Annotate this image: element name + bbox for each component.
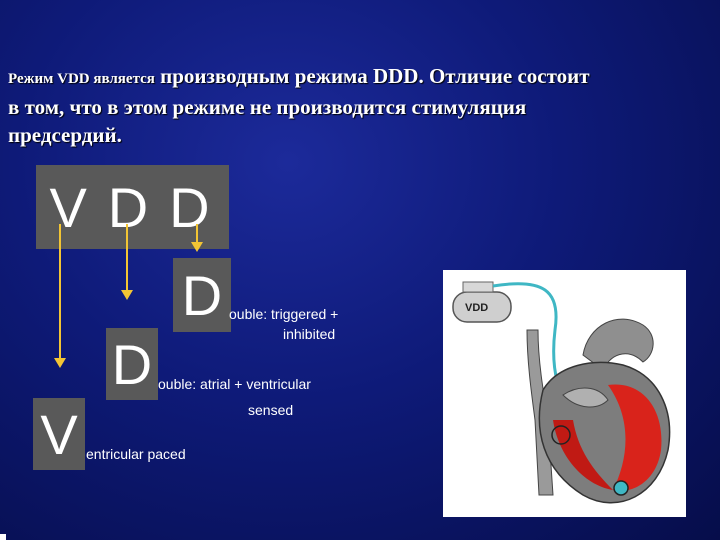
desc-d-sensed-line1: ouble: atrial + ventricular: [158, 376, 311, 392]
code-letter-1: V: [49, 175, 93, 239]
letter-box-d-sensed: D: [106, 328, 158, 400]
desc-d-sensed-line2: sensed: [248, 402, 294, 418]
arrow-v-head: [54, 358, 66, 368]
pacemaker-header: [462, 281, 494, 293]
code-letter-2: D: [107, 175, 155, 239]
desc-d-response-line1: ouble: triggered +: [229, 306, 339, 322]
letter-box-d-response: D: [173, 258, 231, 332]
title-line3: предсердий.: [8, 123, 122, 147]
arrow-d2-head: [191, 242, 203, 252]
right-ventricle: [553, 420, 613, 490]
desc-v-paced: entricular paced: [86, 444, 186, 464]
desc-d-response: ouble: triggered + inhibited: [229, 304, 338, 344]
pacing-code-box: V D D: [36, 165, 229, 249]
heart-illustration: VDD: [443, 270, 686, 517]
slide-title: Режим VDD является производным режима DD…: [8, 62, 713, 149]
arrow-v-line: [59, 224, 61, 358]
pacemaker-label: VDD: [465, 302, 489, 314]
heart-diagram: [452, 281, 671, 504]
title-prefix: Режим VDD является: [8, 71, 155, 87]
arrow-d1-line: [126, 224, 128, 290]
aortic-arch: [582, 318, 654, 371]
arrow-d1-head: [121, 290, 133, 300]
letter-box-v-paced: V: [33, 398, 85, 470]
atria: [562, 387, 609, 408]
ventricular-tip-electrode: [613, 480, 629, 496]
left-ventricle: [608, 384, 662, 491]
slide-corner-mark: [0, 534, 6, 540]
code-letter-3: D: [169, 175, 216, 239]
desc-d-sensed: ouble: atrial + ventricular sensed: [158, 374, 311, 420]
desc-v-paced-line1: entricular paced: [86, 446, 186, 462]
title-line2: в том, что в этом режиме не производится…: [8, 95, 527, 119]
atrial-sensing-electrode: [551, 425, 571, 445]
arrow-d2-line: [196, 224, 198, 242]
title-rest-line1: производным режима DDD. Отличие состоит: [154, 64, 590, 88]
desc-d-response-line2: inhibited: [283, 326, 336, 342]
